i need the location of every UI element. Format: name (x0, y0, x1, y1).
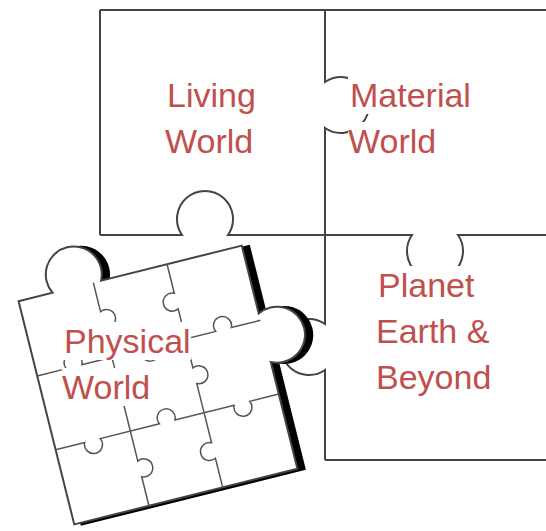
frame-top (100, 9, 546, 11)
piece-name: Living World (165, 72, 295, 164)
piece-name: Planet Earth & Beyond (376, 262, 521, 400)
text-patch: Planet Earth & Beyond (376, 266, 493, 396)
grid-line (154, 261, 235, 491)
piece-name: Physical World (62, 318, 212, 410)
piece-outline (9, 196, 337, 524)
physical-piece (9, 195, 344, 527)
frame-bottom (325, 459, 546, 461)
frame-left (99, 10, 101, 235)
puzzle-piece-label: Material World (348, 72, 498, 164)
text-patch: Physical World (62, 322, 191, 406)
puzzle-piece-label: Living World (165, 72, 295, 164)
piece-name: Material World (348, 72, 498, 164)
text-patch: Material World (348, 76, 471, 160)
puzzle-piece-label: Physical World (62, 318, 212, 410)
text-patch: Living World (165, 76, 256, 160)
puzzle-piece-label: Planet Earth & Beyond (376, 262, 521, 400)
